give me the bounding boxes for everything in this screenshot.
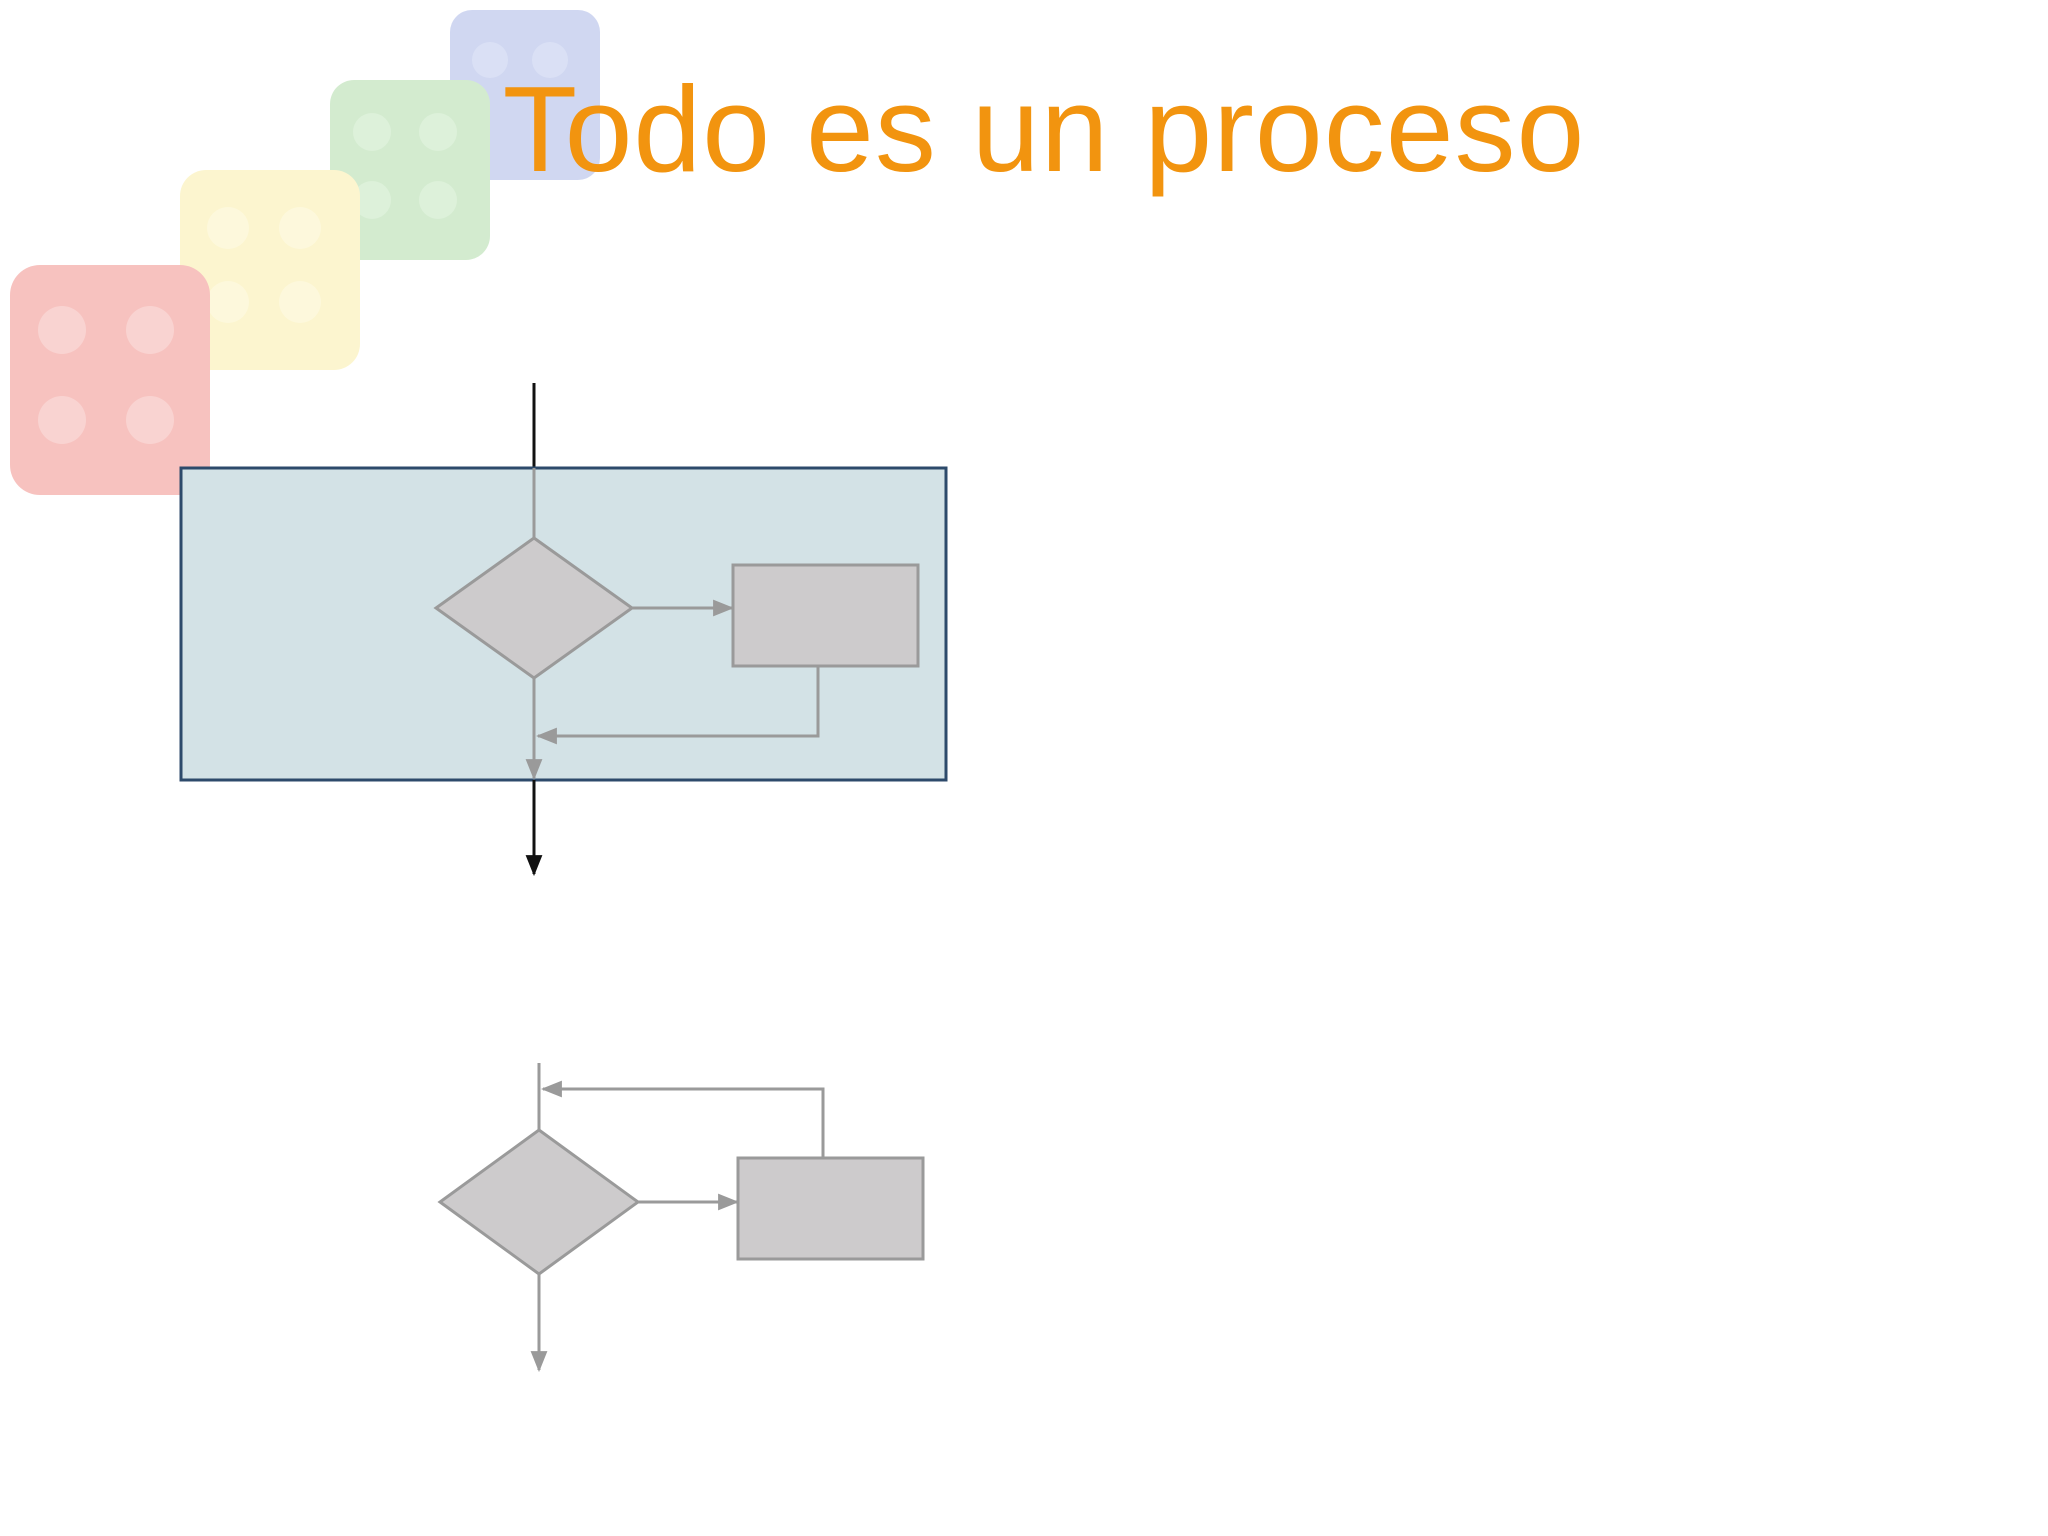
blue-block-icon [450,10,600,180]
selection-flowchart [179,383,948,877]
process-return-arrow [535,666,820,745]
slide-title: Todo es un proceso [502,61,1586,197]
loop-decision-diamond [437,1128,641,1276]
green-block-icon [330,80,490,260]
loop-flowchart [437,1063,925,1373]
yellow-block-icon [180,170,360,370]
loop-back-arrow [540,1080,825,1158]
loop-process-box [736,1156,925,1261]
red-block-icon [10,265,210,495]
toy-blocks-decoration [10,10,600,495]
process-box [731,563,920,668]
